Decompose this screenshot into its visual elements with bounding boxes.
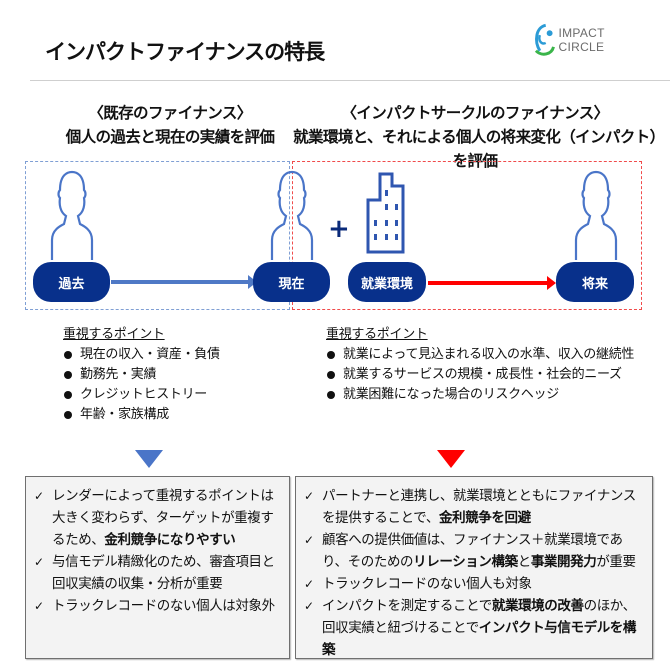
bullet-icon xyxy=(327,351,335,359)
existing-key-points: 重視するポイント 現在の収入・資産・負債 勤務先・実績 クレジットヒストリー 年… xyxy=(63,325,220,425)
page-title: インパクトファイナンスの特長 xyxy=(45,40,325,64)
summary-text: 与信モデル精緻化のため、審査項目と回収実績の収集・分析が重要 xyxy=(52,554,275,592)
check-icon: ✓ xyxy=(304,599,314,613)
key-point-text: 勤務先・実績 xyxy=(80,367,157,382)
key-point-item: 現在の収入・資産・負債 xyxy=(63,345,220,365)
key-point-item: 就業によって見込まれる収入の水準、収入の継続性 xyxy=(326,345,634,365)
summary-emphasis: 金利競争になりやすい xyxy=(104,532,236,548)
plus-sign: + xyxy=(328,214,350,244)
check-icon: ✓ xyxy=(34,599,44,613)
summary-text: 顧客への提供価値は、ファイナンス＋就業環境であり、そのための xyxy=(322,532,623,570)
summary-item: ✓ レンダーによって重視するポイントは大きく変わらず、ターゲットが重複するため、金… xyxy=(34,485,283,551)
pill-future: 将来 xyxy=(556,262,634,302)
summary-item: ✓ 与信モデル精緻化のため、審査項目と回収実績の収集・分析が重要 xyxy=(34,551,283,595)
summary-text: のほか、回収実績と紐づけることで xyxy=(322,598,636,636)
impact-circle-logo-icon xyxy=(534,23,555,56)
summary-emphasis: 就業環境の改善 xyxy=(491,598,584,614)
building-icon xyxy=(366,172,405,254)
logo-text: IMPACT CIRCLE xyxy=(558,26,605,54)
summary-emphasis: インパクト与信モデルを構築 xyxy=(322,620,636,658)
key-point-item: 就業困難になった場合のリスクヘッジ xyxy=(326,385,634,405)
check-icon: ✓ xyxy=(304,489,314,503)
summary-item: ✓ インパクトを測定することで就業環境の改善のほか、回収実績と紐づけることでインパ… xyxy=(304,595,646,661)
past-to-present-arrow xyxy=(111,275,257,289)
summary-emphasis: 事業開発力 xyxy=(530,554,597,570)
impact-finance-title: 〈インパクトサークルのファイナンス〉 xyxy=(341,104,609,122)
summary-text: トラックレコードのない個人は対象外 xyxy=(52,598,275,614)
down-triangle-red-icon xyxy=(437,450,465,468)
key-point-text: 年齢・家族構成 xyxy=(80,407,169,422)
summary-item: ✓ トラックレコードのない個人は対象外 xyxy=(34,595,283,617)
check-icon: ✓ xyxy=(304,533,314,547)
bullet-icon xyxy=(327,391,335,399)
title-divider xyxy=(30,80,670,81)
person-present-icon xyxy=(270,170,314,260)
check-icon: ✓ xyxy=(34,489,44,503)
work-to-future-arrow xyxy=(428,276,556,290)
summary-item: ✓ トラックレコードのない個人も対象 xyxy=(304,573,646,595)
bullet-icon xyxy=(64,371,72,379)
key-point-item: 年齢・家族構成 xyxy=(63,405,220,425)
key-point-text: 就業するサービスの規模・成長性・社会的ニーズ xyxy=(343,367,622,382)
key-point-text: クレジットヒストリー xyxy=(80,387,208,402)
existing-finance-subtitle: 個人の過去と現在の実績を評価 xyxy=(65,128,275,146)
summary-text: レンダーによって重視するポイントは大きく変わらず、ターゲットが重複するため、 xyxy=(52,488,274,548)
summary-item: ✓ パートナーと連携し、就業環境とともにファイナンスを提供することで、金利競争を回… xyxy=(304,485,646,529)
summary-text: トラックレコードのない個人も対象 xyxy=(322,576,532,592)
key-point-text: 就業によって見込まれる収入の水準、収入の継続性 xyxy=(343,347,635,362)
pill-past: 過去 xyxy=(33,262,110,302)
check-icon: ✓ xyxy=(34,555,44,569)
impact-circle-logo: IMPACT CIRCLE xyxy=(532,19,652,61)
key-point-item: クレジットヒストリー xyxy=(63,385,220,405)
impact-key-points: 重視するポイント 就業によって見込まれる収入の水準、収入の継続性 就業するサービ… xyxy=(326,325,634,405)
key-points-title: 重視するポイント xyxy=(63,327,165,342)
existing-finance-frame xyxy=(25,161,290,310)
summary-text: パートナーと連携し、就業環境とともにファイナンスを提供することで、 xyxy=(322,488,636,526)
bullet-icon xyxy=(64,411,72,419)
impact-finance-heading: 〈インパクトサークルのファイナンス〉 就業環境と、それによる個人の将来変化（イン… xyxy=(290,101,660,173)
summary-text: インパクトを測定することで xyxy=(322,598,492,614)
key-point-text: 就業困難になった場合のリスクヘッジ xyxy=(343,387,559,402)
bullet-icon xyxy=(327,371,335,379)
pill-work-environment: 就業環境 xyxy=(348,262,426,302)
existing-finance-title: 〈既存のファイナンス〉 xyxy=(88,104,252,122)
summary-emphasis: リレーション構築 xyxy=(413,554,518,570)
person-past-icon xyxy=(50,170,94,260)
key-point-text: 現在の収入・資産・負債 xyxy=(80,347,220,362)
bullet-icon xyxy=(64,391,72,399)
summary-emphasis: 金利競争を回避 xyxy=(438,510,531,526)
existing-finance-heading: 〈既存のファイナンス〉 個人の過去と現在の実績を評価 xyxy=(40,101,300,149)
check-icon: ✓ xyxy=(304,577,314,591)
impact-finance-summary: ✓ パートナーと連携し、就業環境とともにファイナンスを提供することで、金利競争を回… xyxy=(295,476,653,659)
person-future-icon xyxy=(574,170,618,260)
down-triangle-blue-icon xyxy=(135,450,163,468)
bullet-icon xyxy=(64,351,72,359)
pill-present: 現在 xyxy=(253,262,330,302)
existing-finance-summary: ✓ レンダーによって重視するポイントは大きく変わらず、ターゲットが重複するため、金… xyxy=(25,476,290,659)
impact-finance-frame xyxy=(292,161,642,310)
key-points-title: 重視するポイント xyxy=(326,327,428,342)
summary-item: ✓ 顧客への提供価値は、ファイナンス＋就業環境であり、そのためのリレーション構築と… xyxy=(304,529,646,573)
key-point-item: 就業するサービスの規模・成長性・社会的ニーズ xyxy=(326,365,634,385)
summary-text: が重要 xyxy=(596,554,636,570)
key-point-item: 勤務先・実績 xyxy=(63,365,220,385)
summary-text: と xyxy=(517,554,532,570)
